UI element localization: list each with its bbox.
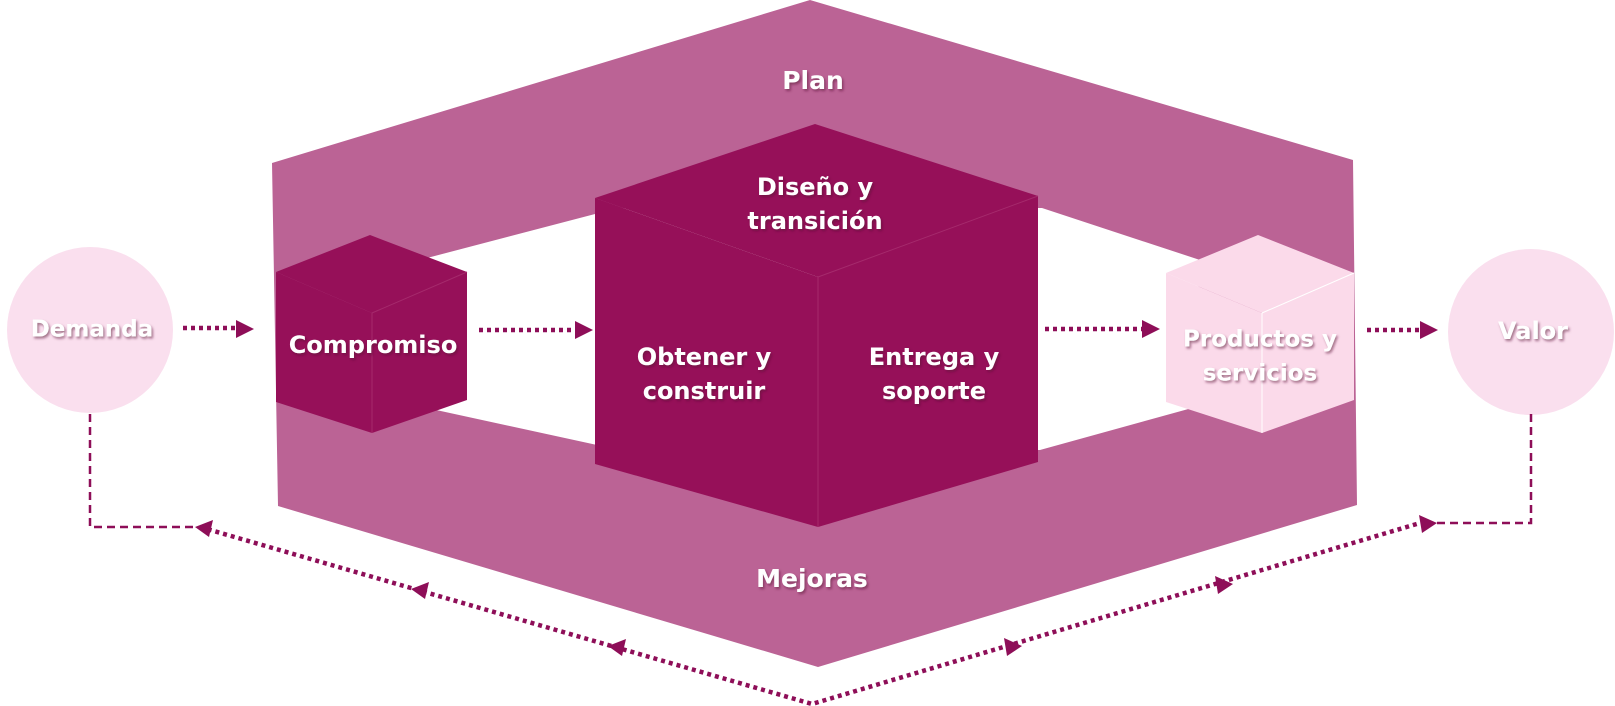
demanda-circle [7, 247, 173, 413]
obtener-label-line2: construir [643, 377, 766, 405]
entrega-label-line2: soporte [882, 377, 986, 405]
flow-arrows [183, 320, 1438, 339]
diseno-label-line1: Diseño y [757, 173, 874, 201]
central-cube [595, 124, 1039, 527]
compromiso-label: Compromiso [289, 331, 458, 359]
compromiso-cube [276, 235, 468, 433]
mejoras-label: Mejoras [756, 564, 868, 593]
diseno-label-line2: transición [747, 207, 882, 235]
entrega-label-line1: Entrega y [869, 343, 1000, 371]
obtener-label-line1: Obtener y [637, 343, 772, 371]
feedback-v-arrows [195, 515, 1437, 706]
plan-label: Plan [782, 66, 844, 95]
valor-circle [1448, 249, 1614, 415]
demanda-label: Demanda [31, 317, 154, 343]
feedback-connectors [88, 414, 1533, 529]
productos-label-line1: Productos y [1183, 327, 1337, 353]
outer-ring [272, 0, 1357, 667]
productos-cube [1166, 235, 1355, 433]
valor-label: Valor [1498, 317, 1568, 345]
productos-label-line2: servicios [1203, 361, 1318, 387]
